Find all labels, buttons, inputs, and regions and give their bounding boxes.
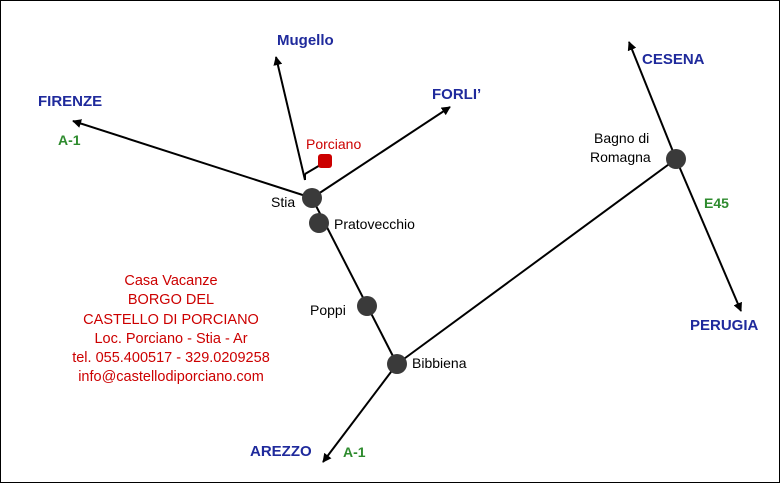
label-forli: FORLI’ <box>432 86 481 103</box>
road-bibbiena-bagno <box>396 158 677 365</box>
node-bagno-di-romagna <box>666 149 686 169</box>
label-poppi: Poppi <box>310 302 346 318</box>
label-bagno-line1: Bagno di <box>594 130 649 146</box>
label-porciano: Porciano <box>306 136 361 152</box>
node-stia <box>302 188 322 208</box>
label-arezzo: AREZZO <box>250 443 312 460</box>
town-nodes <box>302 149 686 374</box>
road-bagno-perugia <box>675 158 742 312</box>
label-cesena: CESENA <box>642 51 705 68</box>
porciano-marker <box>318 154 332 168</box>
road-stia-mugello <box>273 56 306 181</box>
node-bibbiena <box>387 354 407 374</box>
label-stia: Stia <box>271 194 295 210</box>
road-lines <box>72 41 742 463</box>
label-bibbiena: Bibbiena <box>412 355 467 371</box>
info-phone: tel. 055.400517 - 329.0209258 <box>72 350 270 367</box>
node-pratovecchio <box>309 213 329 233</box>
road-stia-forli <box>311 106 451 199</box>
label-perugia: PERUGIA <box>690 317 759 334</box>
info-name-line1: BORGO DEL <box>127 292 215 309</box>
road-stia-firenze <box>72 119 313 199</box>
label-firenze: FIRENZE <box>38 93 102 110</box>
info-email: info@castellodiporciano.com <box>78 369 264 386</box>
label-bagno-line2: Romagna <box>590 149 651 165</box>
contact-info: Casa Vacanze BORGO DEL CASTELLO DI PORCI… <box>30 272 312 388</box>
label-a1-south: A-1 <box>343 444 366 460</box>
label-e45: E45 <box>704 195 729 211</box>
road-bibbiena-arezzo <box>322 363 398 463</box>
node-poppi <box>357 296 377 316</box>
label-a1-north: A-1 <box>58 132 81 148</box>
info-location: Loc. Porciano - Stia - Ar <box>94 330 248 347</box>
info-title: Casa Vacanze <box>124 273 218 289</box>
road-bagno-cesena <box>627 41 677 160</box>
label-mugello: Mugello <box>277 32 334 49</box>
info-name-line2: CASTELLO DI PORCIANO <box>83 311 259 328</box>
label-pratovecchio: Pratovecchio <box>334 216 415 232</box>
